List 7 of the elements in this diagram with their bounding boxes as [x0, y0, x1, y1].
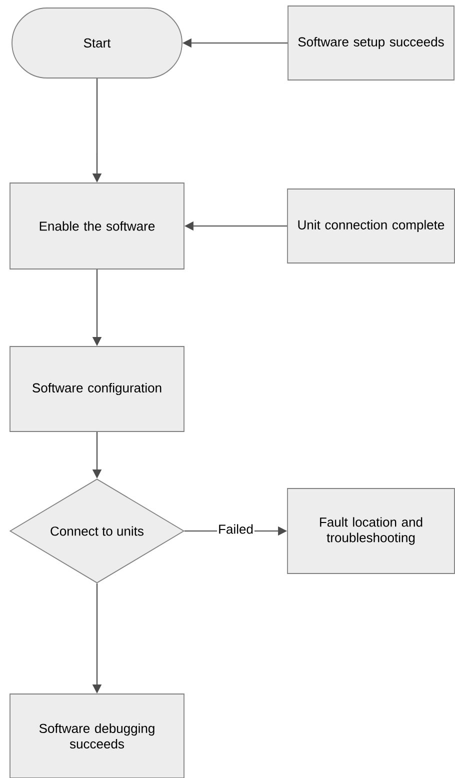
process-box: Software setup succeeds: [288, 6, 454, 80]
process-box: Software debugging succeeds: [10, 694, 184, 778]
process-box: Fault location and troubleshooting: [287, 488, 455, 574]
process-box: Unit connection complete: [287, 188, 455, 264]
edge-label: Failed: [217, 523, 254, 535]
process-box: Software configuration: [10, 346, 184, 432]
process-box: Enable the software: [10, 182, 184, 270]
